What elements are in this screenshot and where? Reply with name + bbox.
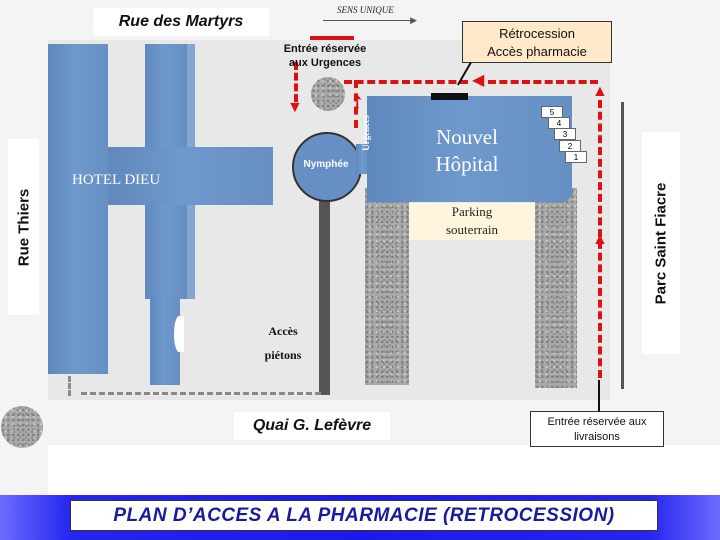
parking-line1: Parking	[451, 204, 493, 219]
route-upper-right	[488, 80, 598, 84]
route-urgences-side	[354, 80, 358, 128]
parking-line2: souterrain	[446, 222, 498, 237]
footer-title: PLAN D’ACCES A LA PHARMACIE (RETROCESSIO…	[113, 504, 615, 526]
granite-circle-top	[311, 77, 345, 111]
acces-pietons-line2: piétons	[264, 348, 302, 362]
granite-block-left	[365, 188, 409, 385]
retrocession-line2: Accès pharmacie	[487, 44, 587, 59]
granite-block-right	[535, 188, 577, 388]
hotel-dieu-left-wing	[48, 44, 108, 374]
footer-title-box: PLAN D’ACCES A LA PHARMACIE (RETROCESSIO…	[70, 500, 658, 531]
urgences-entrance-bar	[310, 36, 354, 40]
livraisons-callout: Entrée réservée aux livraisons	[530, 411, 664, 447]
quai-dashed-path	[81, 392, 321, 401]
one-way-arrow-icon: ▶	[410, 15, 417, 25]
hotel-dieu-label: HOTEL DIEU	[72, 172, 161, 188]
urgences-connector	[356, 144, 370, 174]
arrow-left-icon: ◀	[472, 72, 485, 89]
granite-circle-left	[1, 406, 43, 448]
nouvel-hopital-line1: Nouvel	[436, 125, 498, 149]
route-urgences-down	[294, 62, 298, 102]
street-label-rue-des-martyrs: Rue des Martyrs	[93, 8, 269, 36]
arrow-up-right-icon: ▲	[592, 83, 608, 100]
street-label-rue-thiers: Rue Thiers	[15, 188, 32, 266]
nouvel-hopital-label: Nouvel Hôpital	[392, 124, 542, 178]
hotel-dieu-notch	[174, 316, 184, 352]
street-label-rue-thiers-box: Rue Thiers	[8, 139, 39, 315]
route-right-vertical	[598, 100, 602, 378]
nouvel-hopital-line2: Hôpital	[435, 152, 499, 176]
parc-fence-line	[621, 102, 624, 389]
street-label-parc-box: Parc Saint Fiacre	[642, 132, 680, 354]
entree-urgences-line2: aux Urgences	[288, 57, 362, 69]
hotel-dieu-crossbar	[108, 147, 273, 205]
one-way-label: SENS UNIQUE	[337, 5, 394, 15]
retrocession-callout: Rétrocession Accès pharmacie	[462, 21, 612, 63]
pharmacy-entrance-marker	[431, 93, 468, 100]
livraisons-line2: livraisons	[574, 431, 620, 443]
urgences-label-box: Urgences	[361, 108, 386, 168]
nouvel-hopital-building	[367, 96, 572, 202]
acces-pietons-line1: Accès	[268, 324, 298, 338]
one-way-indicator: SENS UNIQUE ▶	[323, 2, 417, 25]
street-label-parc: Parc Saint Fiacre	[652, 182, 670, 304]
parking-area: Parking souterrain	[409, 203, 535, 240]
urgences-label: Urgences	[360, 115, 371, 151]
entree-urgences-line1: Entrée réservée	[283, 43, 367, 55]
label-entree-urgences: Entrée réservée aux Urgences	[270, 42, 380, 70]
arrow-down-icon: ▼	[287, 99, 303, 116]
step-3: 3	[554, 128, 576, 140]
street-label-quai: Quai G. Lefèvre	[234, 412, 390, 440]
left-dashed-marker	[68, 376, 77, 396]
step-1: 1	[565, 151, 587, 163]
livraisons-pointer	[598, 380, 600, 412]
livraisons-line1: Entrée réservée aux	[547, 416, 647, 428]
bottom-strip	[48, 445, 720, 495]
label-acces-pietons: Accès piétons	[254, 319, 312, 367]
arrow-up-mid-icon: ▲	[592, 231, 608, 248]
nymphee-label: Nymphée	[303, 159, 349, 170]
route-upper-left	[344, 80, 468, 84]
retrocession-line1: Rétrocession	[499, 26, 575, 41]
pedestrian-path	[319, 195, 330, 395]
